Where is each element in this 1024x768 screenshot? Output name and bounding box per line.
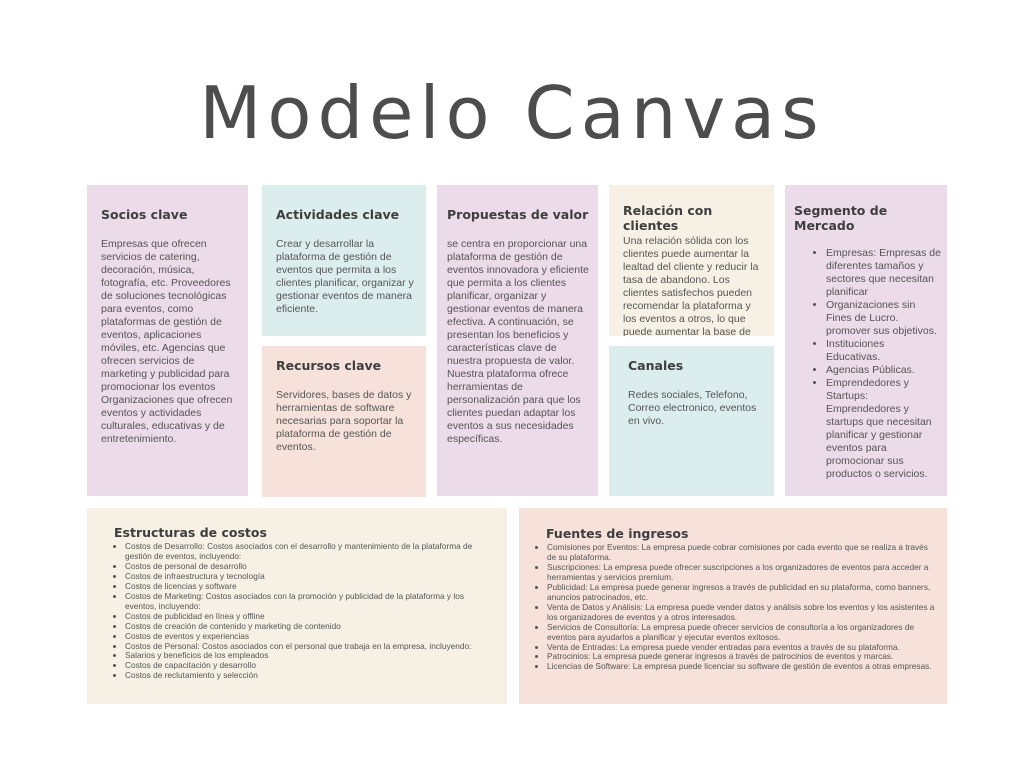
segmento-mercado-card: Segmento de Mercado Empresas: Empresas d… xyxy=(785,185,947,496)
list-item: Organizaciones sin Fines de Lucro. promo… xyxy=(826,299,941,338)
actividades-clave-text: Crear y desarrollar la plataforma de ges… xyxy=(276,238,414,316)
segmento-mercado-title: Segmento de Mercado xyxy=(794,203,888,233)
list-item: Instituciones Educativas. xyxy=(826,338,941,364)
list-item: Costos de publicidad en línea y offline xyxy=(125,611,497,622)
estructura-costos-title: Estructuras de costos xyxy=(114,525,267,540)
list-item: Emprendedores y Startups: Emprendedores … xyxy=(826,377,941,481)
estructura-costos-card: Estructuras de costos Costos de Desarrol… xyxy=(87,508,507,704)
list-item: Costos de Personal: Costos asociados con… xyxy=(125,641,497,652)
propuesta-valor-text: se centra en proporcionar una plataforma… xyxy=(447,238,589,446)
socios-clave-card: Socios clave Empresas que ofrecen servic… xyxy=(87,185,248,496)
list-item: Publicidad: La empresa puede generar ing… xyxy=(547,582,937,603)
list-item: Venta de Entradas: La empresa puede vend… xyxy=(547,642,937,653)
list-item: Licencias de Software: La empresa puede … xyxy=(547,661,937,672)
socios-clave-text: Empresas que ofrecen servicios de cateri… xyxy=(101,238,233,446)
fuentes-ingresos-title: Fuentes de ingresos xyxy=(546,526,689,541)
fuentes-ingresos-list: Comisiones por Eventos: La empresa puede… xyxy=(527,542,937,672)
list-item: Suscripciones: La empresa puede ofrecer … xyxy=(547,562,937,583)
list-item: Costos de reclutamiento y selección xyxy=(125,670,497,681)
recursos-clave-card: Recursos clave Servidores, bases de dato… xyxy=(262,346,426,497)
list-item: Agencias Públicas. xyxy=(826,364,941,377)
socios-clave-title: Socios clave xyxy=(101,207,188,222)
segmento-mercado-list: Empresas: Empresas de diferentes tamaños… xyxy=(794,247,941,481)
list-item: Costos de personal de desarrollo xyxy=(125,561,497,572)
actividades-clave-card: Actividades clave Crear y desarrollar la… xyxy=(262,185,426,336)
list-item: Costos de licencias y software xyxy=(125,581,497,592)
fuentes-ingresos-card: Fuentes de ingresos Comisiones por Event… xyxy=(519,508,947,704)
propuesta-valor-title: Propuestas de valor xyxy=(447,207,589,222)
list-item: Costos de infraestructura y tecnología xyxy=(125,571,497,582)
list-item: Costos de creación de contenido y market… xyxy=(125,621,497,632)
list-item: Costos de Desarrollo: Costos asociados c… xyxy=(125,541,497,562)
list-item: Venta de Datos y Análisis: La empresa pu… xyxy=(547,602,937,623)
estructura-costos-list: Costos de Desarrollo: Costos asociados c… xyxy=(114,541,497,681)
propuesta-valor-card: Propuestas de valor se centra en proporc… xyxy=(437,185,598,496)
list-item: Empresas: Empresas de diferentes tamaños… xyxy=(826,247,941,299)
relacion-clientes-title: Relación con clientes xyxy=(623,203,713,233)
list-item: Costos de Marketing: Costos asociados co… xyxy=(125,591,497,612)
actividades-clave-title: Actividades clave xyxy=(276,207,400,222)
recursos-clave-title: Recursos clave xyxy=(276,358,382,373)
list-item: Comisiones por Eventos: La empresa puede… xyxy=(547,542,937,563)
list-item: Costos de eventos y experiencias xyxy=(125,631,497,642)
relacion-clientes-card: Relación con clientes Una relación sólid… xyxy=(609,185,774,336)
page-title: Modelo Canvas xyxy=(199,71,825,155)
list-item: Salarios y beneficios de los empleados xyxy=(125,651,497,661)
list-item: Servicios de Consultoría: La empresa pue… xyxy=(547,622,937,643)
list-item: Costos de capacitación y desarrollo xyxy=(125,660,497,671)
list-item: Patrocinios: La empresa puede generar in… xyxy=(547,652,937,662)
relacion-clientes-text: Una relación sólida con los clientes pue… xyxy=(623,235,759,336)
canales-title: Canales xyxy=(628,358,684,373)
canales-text: Redes sociales, Telefono, Correo electro… xyxy=(628,389,757,428)
recursos-clave-text: Servidores, bases de datos y herramienta… xyxy=(276,389,412,454)
canales-card: Canales Redes sociales, Telefono, Correo… xyxy=(609,346,774,496)
